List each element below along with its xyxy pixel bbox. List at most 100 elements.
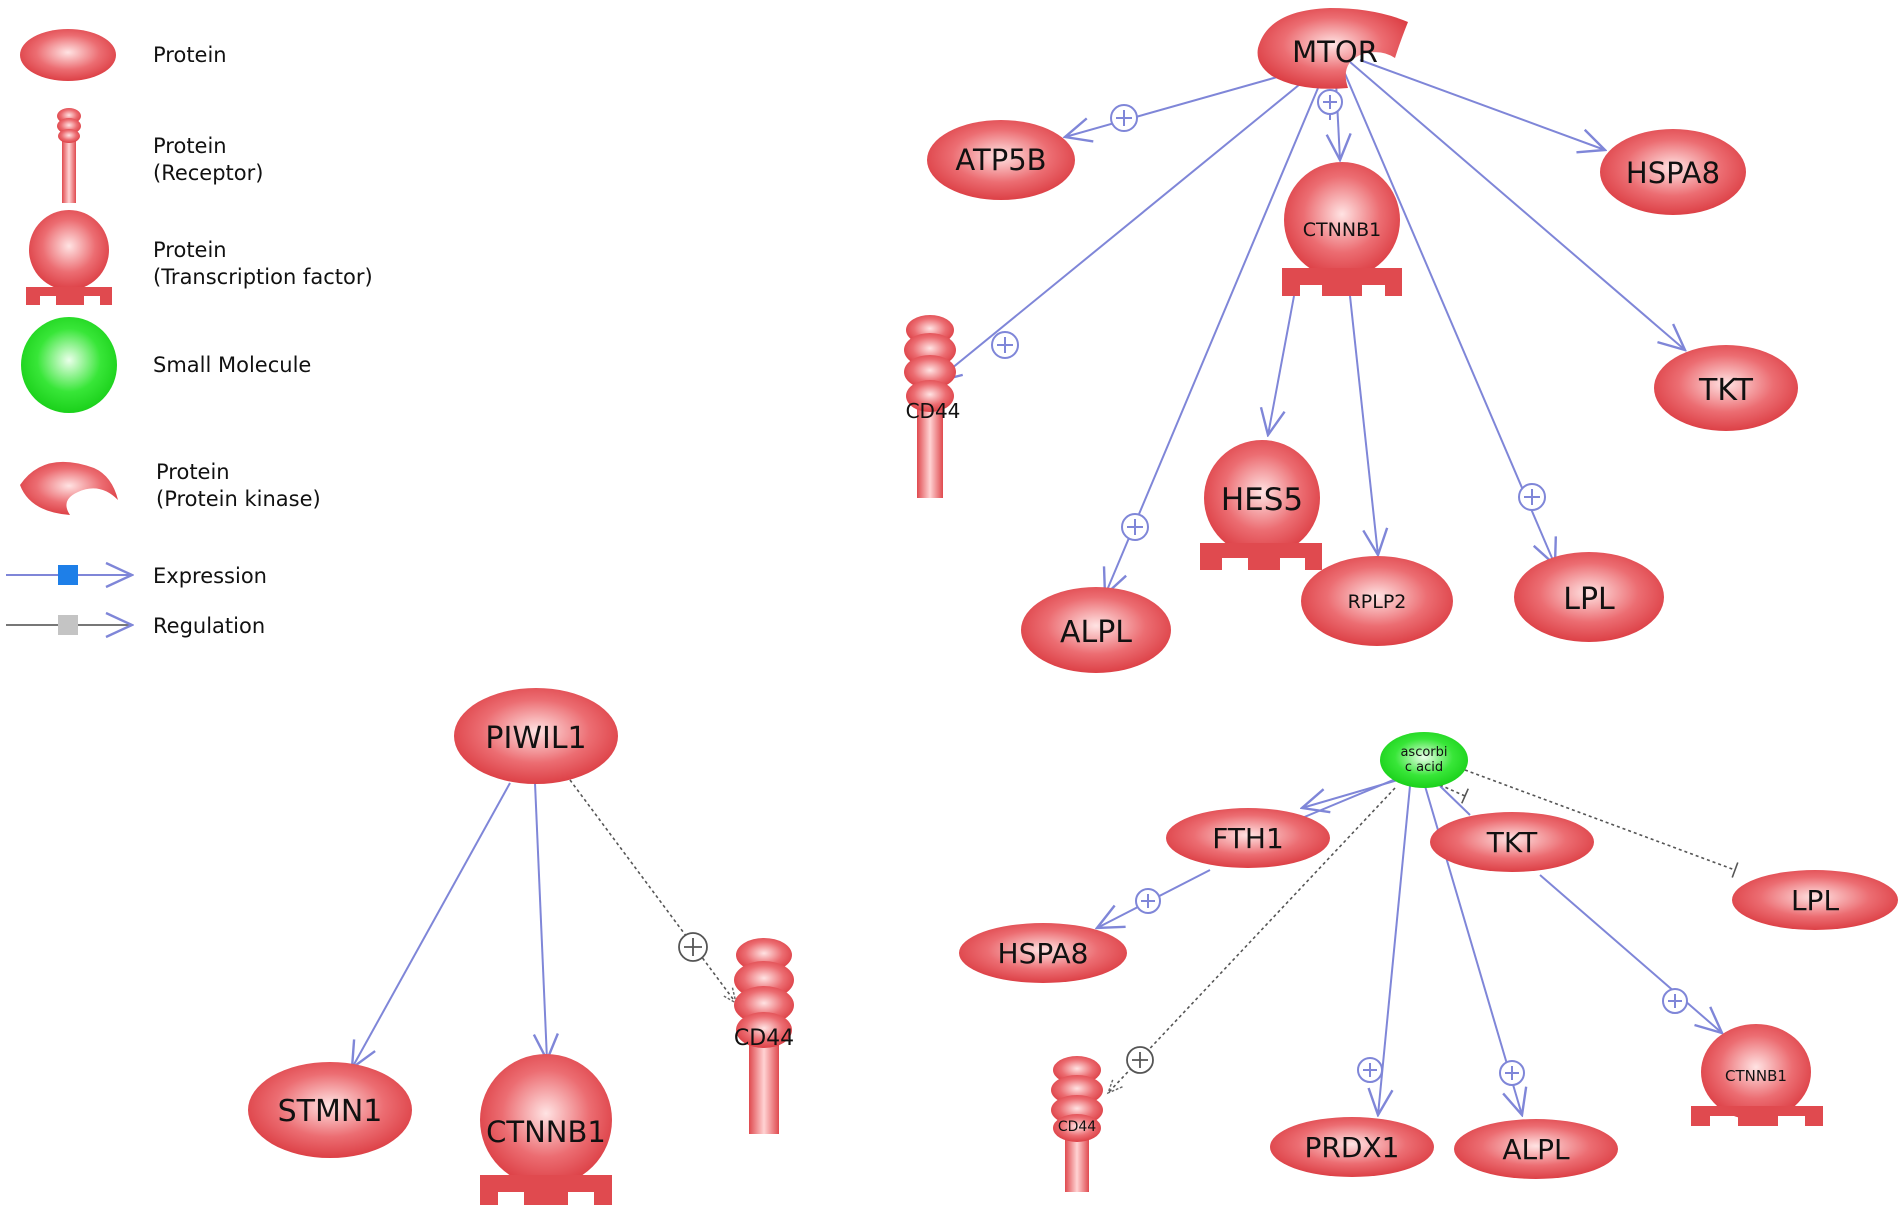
edge-piwil1-stmn1	[352, 782, 511, 1068]
node-ctnnb1-label: CTNNB1	[486, 1115, 606, 1149]
plus-icon	[1668, 994, 1682, 1008]
node-fth1-label: FTH1	[1212, 822, 1284, 855]
node-tkt-1[interactable]: TKT	[1654, 345, 1798, 431]
legend-kinase-label-2: (Protein kinase)	[156, 487, 321, 511]
node-alpl-label: ALPL	[1060, 615, 1132, 650]
legend-tf-label-2: (Transcription factor)	[153, 265, 373, 289]
legend-receptor-label-1: Protein	[153, 134, 227, 158]
node-hes5-label: HES5	[1221, 482, 1303, 518]
node-ascorbic-acid-label-2: c acid	[1405, 760, 1443, 775]
plus-icon	[1116, 110, 1132, 126]
edge-ascorbic-cd44	[1108, 787, 1396, 1093]
edge-tkt-ctnnb1	[1539, 874, 1722, 1033]
node-mtor[interactable]: MTOR	[1257, 8, 1408, 89]
legend-expression-label: Expression	[153, 564, 267, 588]
node-piwil1-label: PIWIL1	[485, 721, 586, 756]
edge-ascorbic-tkt-reg	[1439, 784, 1469, 804]
node-stmn1[interactable]: STMN1	[248, 1062, 412, 1158]
node-atp5b-label: ATP5B	[955, 143, 1046, 177]
node-prdx1-label: PRDX1	[1305, 1131, 1400, 1164]
node-ascorbic-acid-label-1: ascorbi	[1400, 745, 1447, 760]
node-lpl-label: LPL	[1563, 582, 1615, 617]
edge-mtor-cd44	[935, 79, 1306, 382]
network-ascorbic-acid: ascorbi c acid FTH1 TKT LPL HSPA8 CD44	[959, 732, 1898, 1192]
node-alpl-label: ALPL	[1502, 1133, 1570, 1166]
network-mtor: MTOR ATP5B HSPA8 CTNNB1 CD44 TKT	[904, 8, 1798, 673]
plus-icon	[1323, 95, 1337, 109]
legend: Protein Protein (Receptor) Protein (Tran…	[6, 29, 373, 638]
node-cd44-label: CD44	[734, 1026, 794, 1051]
legend-expression-icon	[6, 565, 132, 585]
edge-ctnnb1-rplp2	[1349, 295, 1378, 555]
node-ctnnb1-label: CTNNB1	[1725, 1067, 1787, 1085]
plus-icon	[1363, 1063, 1377, 1077]
node-atp5b[interactable]: ATP5B	[927, 120, 1075, 200]
node-ascorbic-acid[interactable]: ascorbi c acid	[1380, 732, 1468, 788]
node-lpl-1[interactable]: LPL	[1514, 552, 1664, 642]
plus-icon	[997, 337, 1013, 353]
edge-piwil1-cd44	[569, 779, 736, 1003]
node-fth1[interactable]: FTH1	[1166, 808, 1330, 868]
plus-icon	[1524, 489, 1540, 505]
network-piwil1: PIWIL1 STMN1 CTNNB1 CD44	[248, 688, 794, 1205]
plus-icon	[684, 938, 702, 956]
legend-protein-icon	[20, 29, 116, 81]
node-cd44-label: CD44	[906, 399, 961, 423]
node-cd44-2[interactable]: CD44	[734, 938, 794, 1134]
node-ctnnb1-3[interactable]: CTNNB1	[1691, 1024, 1823, 1126]
legend-regulation-icon	[6, 615, 132, 635]
legend-receptor-icon	[57, 108, 81, 203]
network2-edges	[352, 779, 736, 1068]
legend-kinase-icon	[20, 461, 118, 515]
edge-piwil1-ctnnb1	[535, 782, 547, 1060]
edge-ctnnb1-hes5	[1268, 295, 1295, 435]
legend-transcription-factor-icon	[26, 210, 112, 305]
node-stmn1-label: STMN1	[278, 1094, 383, 1129]
node-ctnnb1-2[interactable]: CTNNB1	[480, 1054, 612, 1205]
node-tkt-label: TKT	[1486, 826, 1538, 859]
plus-icon	[1132, 1052, 1148, 1068]
node-tkt-label: TKT	[1698, 373, 1754, 408]
node-ctnnb1-1[interactable]: CTNNB1	[1282, 162, 1402, 296]
network1-edges	[935, 59, 1685, 595]
edge-mtor-atp5b	[1065, 71, 1296, 137]
node-ctnnb1-label: CTNNB1	[1303, 219, 1381, 241]
edge-mtor-lpl	[1339, 61, 1555, 565]
legend-kinase-label-1: Protein	[156, 460, 230, 484]
node-rplp2[interactable]: RPLP2	[1301, 556, 1453, 646]
legend-protein-label: Protein	[153, 43, 227, 67]
node-lpl-label: LPL	[1791, 884, 1839, 917]
node-cd44-1[interactable]: CD44	[904, 315, 960, 498]
plus-icon	[1141, 894, 1155, 908]
node-hes5[interactable]: HES5	[1200, 440, 1322, 570]
node-mtor-label: MTOR	[1292, 35, 1378, 69]
node-rplp2-label: RPLP2	[1348, 591, 1407, 613]
legend-tf-label-1: Protein	[153, 238, 227, 262]
network3-edges	[1097, 769, 1739, 1115]
legend-small-molecule-label: Small Molecule	[153, 353, 311, 377]
node-tkt-2[interactable]: TKT	[1430, 812, 1594, 872]
node-cd44-3[interactable]: CD44	[1051, 1056, 1103, 1192]
edge-mtor-alpl	[1105, 87, 1319, 595]
node-hspa8-label: HSPA8	[998, 937, 1089, 970]
node-hspa8-1[interactable]: HSPA8	[1600, 129, 1746, 215]
legend-small-molecule-icon	[21, 317, 117, 413]
edge-ascorbic-tkt	[1439, 785, 1471, 816]
plus-icon	[1127, 519, 1143, 535]
node-alpl-1[interactable]: ALPL	[1021, 587, 1171, 673]
edge-ascorbic-fth1-2	[1301, 777, 1399, 819]
node-lpl-2[interactable]: LPL	[1732, 870, 1898, 930]
node-prdx1[interactable]: PRDX1	[1270, 1117, 1434, 1177]
node-hspa8-label: HSPA8	[1626, 156, 1720, 190]
node-alpl-2[interactable]: ALPL	[1454, 1119, 1618, 1179]
edge-mtor-tkt	[1349, 61, 1685, 350]
node-cd44-label: CD44	[1058, 1119, 1096, 1135]
edge-mtor-hspa8	[1359, 59, 1605, 150]
legend-regulation-label: Regulation	[153, 614, 265, 638]
legend-receptor-label-2: (Receptor)	[153, 161, 263, 185]
plus-icon	[1505, 1066, 1519, 1080]
node-piwil1[interactable]: PIWIL1	[454, 688, 618, 784]
edge-ascorbic-prdx1	[1378, 785, 1411, 1115]
node-hspa8-2[interactable]: HSPA8	[959, 923, 1127, 983]
